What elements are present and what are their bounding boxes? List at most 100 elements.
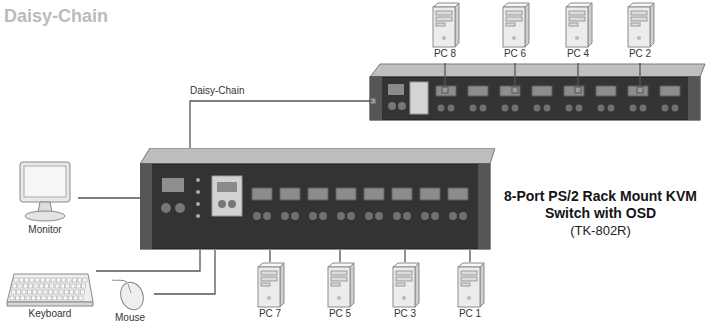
upper-kvm-switch-part bbox=[436, 86, 456, 96]
pc-icon-part bbox=[328, 267, 350, 307]
pc-icon-part bbox=[512, 36, 516, 40]
label-holder: Daisy-Chain bbox=[188, 85, 246, 97]
pc-icon-part bbox=[506, 11, 522, 15]
keyboard-icon-part bbox=[51, 278, 55, 282]
pc-icon-part bbox=[458, 267, 480, 307]
switch-body-part bbox=[281, 212, 289, 220]
pc-icon bbox=[455, 262, 485, 308]
upper-kvm-switch-part bbox=[370, 77, 382, 120]
cable-plugs-part bbox=[442, 87, 448, 93]
keyboard-icon-part bbox=[19, 278, 23, 282]
monitor-icon-part bbox=[25, 211, 65, 221]
keyboard-icon-part bbox=[35, 278, 39, 282]
switch-body-part bbox=[140, 164, 490, 249]
cable-connector bbox=[269, 250, 270, 262]
switch-body-part bbox=[162, 178, 184, 192]
upper-kvm-switch-part bbox=[470, 105, 477, 112]
keyboard-icon-part bbox=[13, 284, 17, 288]
pc-icon-part bbox=[261, 283, 270, 286]
switch-body-part bbox=[140, 164, 152, 249]
pc-icon-part bbox=[331, 271, 347, 275]
mouse-icon-part bbox=[117, 279, 147, 312]
keyboard-icon-part bbox=[34, 284, 38, 288]
keyboard-icon-part bbox=[54, 290, 58, 294]
pc-icon-part bbox=[337, 296, 341, 300]
switch-body-part bbox=[319, 212, 327, 220]
device-label: PC 6 bbox=[504, 48, 526, 60]
pc-icon-part bbox=[628, 7, 650, 47]
pc-icon-part bbox=[503, 7, 525, 47]
pc-unit: PC 7 bbox=[250, 262, 290, 320]
switch-body-part bbox=[217, 182, 237, 192]
keyboard-icon-part bbox=[11, 290, 15, 294]
pc-icon bbox=[563, 2, 593, 48]
pc-icon bbox=[325, 262, 355, 308]
keyboard-icon-part bbox=[76, 284, 80, 288]
keyboard-icon-part bbox=[46, 278, 50, 282]
upper-kvm-switch-part bbox=[468, 86, 488, 96]
upper-kvm-switch-part bbox=[660, 86, 680, 96]
upper-kvm-switch-part bbox=[512, 105, 519, 112]
device-label: Mouse bbox=[115, 312, 145, 324]
device-label: PC 5 bbox=[329, 308, 351, 320]
switch-body-part bbox=[375, 212, 383, 220]
pc-icon bbox=[390, 262, 420, 308]
cable-plugs-part bbox=[637, 87, 643, 93]
pc-icon-part bbox=[433, 7, 455, 47]
mouse-icon-part bbox=[128, 284, 131, 293]
keyboard-icon-part bbox=[7, 302, 93, 306]
pc-unit: PC 5 bbox=[320, 262, 360, 320]
pc-icon-part bbox=[396, 277, 412, 281]
keyboard-icon-part bbox=[22, 290, 26, 294]
upper-kvm-switch-part bbox=[564, 86, 584, 96]
monitor-unit: Monitor bbox=[12, 160, 78, 236]
keyboard-icon-part bbox=[80, 290, 84, 294]
pc-icon-part bbox=[637, 36, 641, 40]
keyboard-icon-part bbox=[45, 284, 49, 288]
upper-kvm-switch-part bbox=[662, 105, 669, 112]
switch-body-part bbox=[175, 203, 185, 213]
upper-kvm-switch-part bbox=[566, 105, 573, 112]
switch-caption: 8-Port PS/2 Rack Mount KVM Switch with O… bbox=[498, 188, 703, 222]
switch-body-part bbox=[364, 188, 384, 200]
keyboard-icon-part bbox=[21, 296, 25, 300]
switch-body-part bbox=[291, 212, 299, 220]
switch-body-part bbox=[431, 212, 439, 220]
upper-kvm-switch-part bbox=[500, 86, 520, 96]
upper-kvm-switch-part bbox=[438, 105, 445, 112]
pc-icon-part bbox=[402, 296, 406, 300]
keyboard-icon-part bbox=[18, 284, 22, 288]
monitor-icon bbox=[16, 160, 74, 224]
switch-body-part bbox=[196, 214, 200, 218]
device-label: PC 1 bbox=[459, 308, 481, 320]
upper-kvm-switch-part bbox=[688, 77, 700, 120]
keyboard-icon-part bbox=[82, 284, 86, 288]
pc-unit: PC 3 bbox=[385, 262, 425, 320]
keyboard-icon-part bbox=[29, 284, 33, 288]
pc-icon-part bbox=[569, 23, 578, 26]
keyboard-icon-part bbox=[39, 284, 43, 288]
device-label: PC 2 bbox=[629, 48, 651, 60]
switch-body bbox=[140, 148, 495, 250]
mouse-icon bbox=[110, 278, 150, 312]
keyboard-icon-part bbox=[14, 278, 18, 282]
pc-unit: PC 1 bbox=[450, 262, 490, 320]
pc-icon-part bbox=[569, 17, 585, 21]
pc-icon-part bbox=[467, 296, 471, 300]
switch-body-part bbox=[392, 188, 412, 200]
pc-icon-part bbox=[280, 263, 284, 307]
keyboard-icon-part bbox=[70, 290, 74, 294]
monitor-icon-part bbox=[24, 166, 66, 197]
cable-connector bbox=[339, 250, 340, 262]
switch-body-part bbox=[309, 212, 317, 220]
keyboard-unit: Keyboard bbox=[4, 268, 96, 320]
keyboard-icon-part bbox=[71, 284, 75, 288]
keyboard-icon-part bbox=[60, 284, 64, 288]
upper-kvm-switch bbox=[370, 64, 705, 120]
switch-body-part bbox=[337, 212, 345, 220]
upper-kvm-switch-part bbox=[410, 82, 428, 114]
pc-icon-part bbox=[631, 17, 647, 21]
pc-icon-part bbox=[261, 271, 277, 275]
mouse-unit: Mouse bbox=[106, 278, 154, 324]
switch-body-part bbox=[280, 188, 300, 200]
